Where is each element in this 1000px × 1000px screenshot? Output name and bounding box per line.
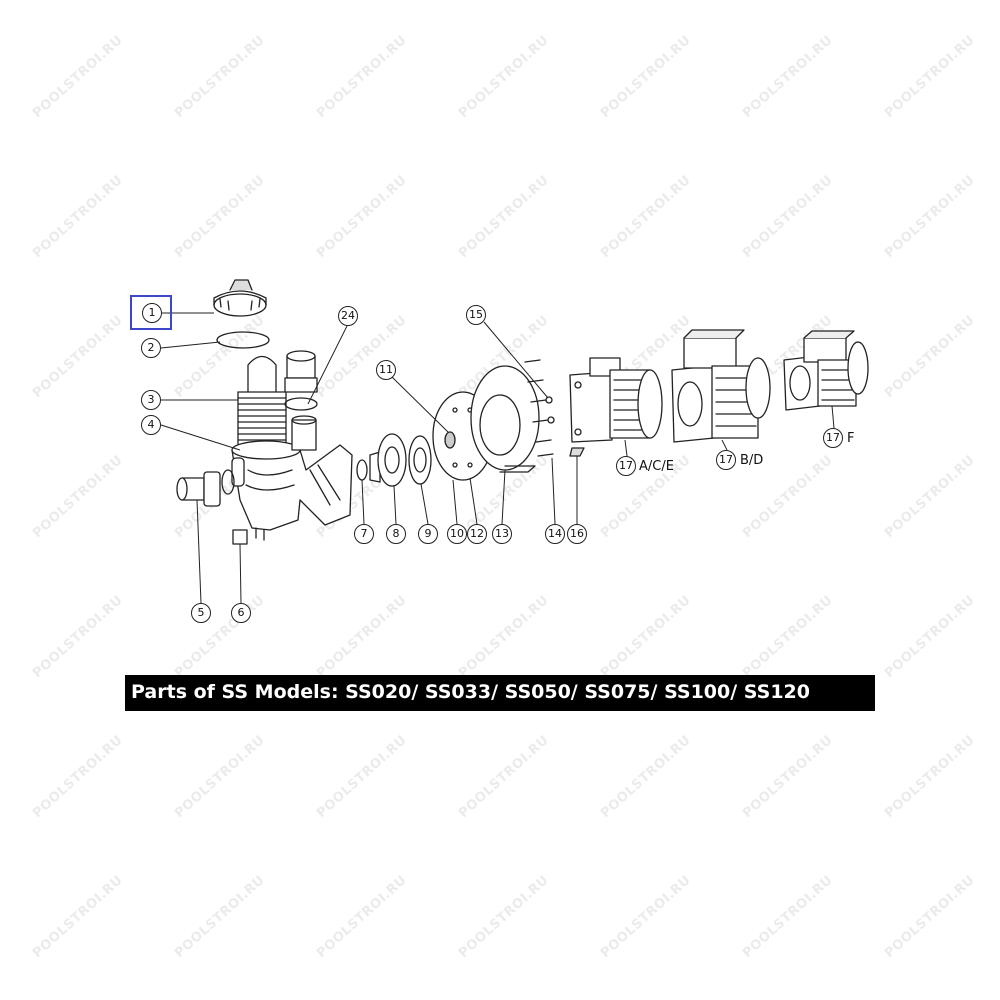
callout-leader-lines: [160, 312, 835, 604]
caption-text: Parts of SS Models: SS020/ SS033/ SS050/…: [131, 681, 810, 703]
part-9-impeller: [408, 435, 432, 485]
motor-suffix-ace: A/C/E: [639, 459, 674, 474]
part-8-diffuser: [369, 433, 407, 487]
callout-17-f: 17: [823, 428, 843, 448]
motor-suffix-f: F: [847, 431, 855, 446]
callout-5: 5: [191, 603, 211, 623]
callout-17-ace: 17: [616, 456, 636, 476]
part-14-15-bolts: [524, 359, 555, 457]
callout-2: 2: [141, 338, 161, 358]
part-17-motor-ace: [569, 357, 663, 443]
callout-24: 24: [338, 306, 358, 326]
part-1-lid: [213, 279, 267, 317]
callout-1: 1: [142, 303, 162, 323]
highlight-box-callout-1: [130, 295, 172, 330]
callout-6: 6: [231, 603, 251, 623]
callout-11: 11: [376, 360, 396, 380]
callout-15: 15: [466, 305, 486, 325]
caption-bar: Parts of SS Models: SS020/ SS033/ SS050/…: [125, 675, 875, 711]
callout-14: 14: [545, 524, 565, 544]
callout-16: 16: [567, 524, 587, 544]
callout-10: 10: [447, 524, 467, 544]
part-24-union-fitting: [284, 350, 318, 411]
callout-12: 12: [467, 524, 487, 544]
part-7-o-ring: [356, 459, 368, 481]
part-4-pump-housing: [231, 415, 353, 541]
callout-9: 9: [418, 524, 438, 544]
callout-4: 4: [141, 415, 161, 435]
callout-17-bd: 17: [716, 450, 736, 470]
part-16-clip: [569, 447, 585, 457]
callout-13: 13: [492, 524, 512, 544]
callout-3: 3: [141, 390, 161, 410]
callout-8: 8: [386, 524, 406, 544]
part-6-drain-plug: [232, 529, 248, 545]
part-13-seal-housing: [470, 365, 540, 473]
part-17-motor-f: [783, 330, 869, 411]
part-5-inlet-union: [176, 469, 235, 507]
part-3-strainer-basket: [237, 355, 287, 449]
motor-suffix-bd: B/D: [740, 453, 764, 468]
part-17-motor-bd: [671, 329, 771, 443]
callout-7: 7: [354, 524, 374, 544]
part-2-lid-o-ring: [216, 331, 270, 349]
